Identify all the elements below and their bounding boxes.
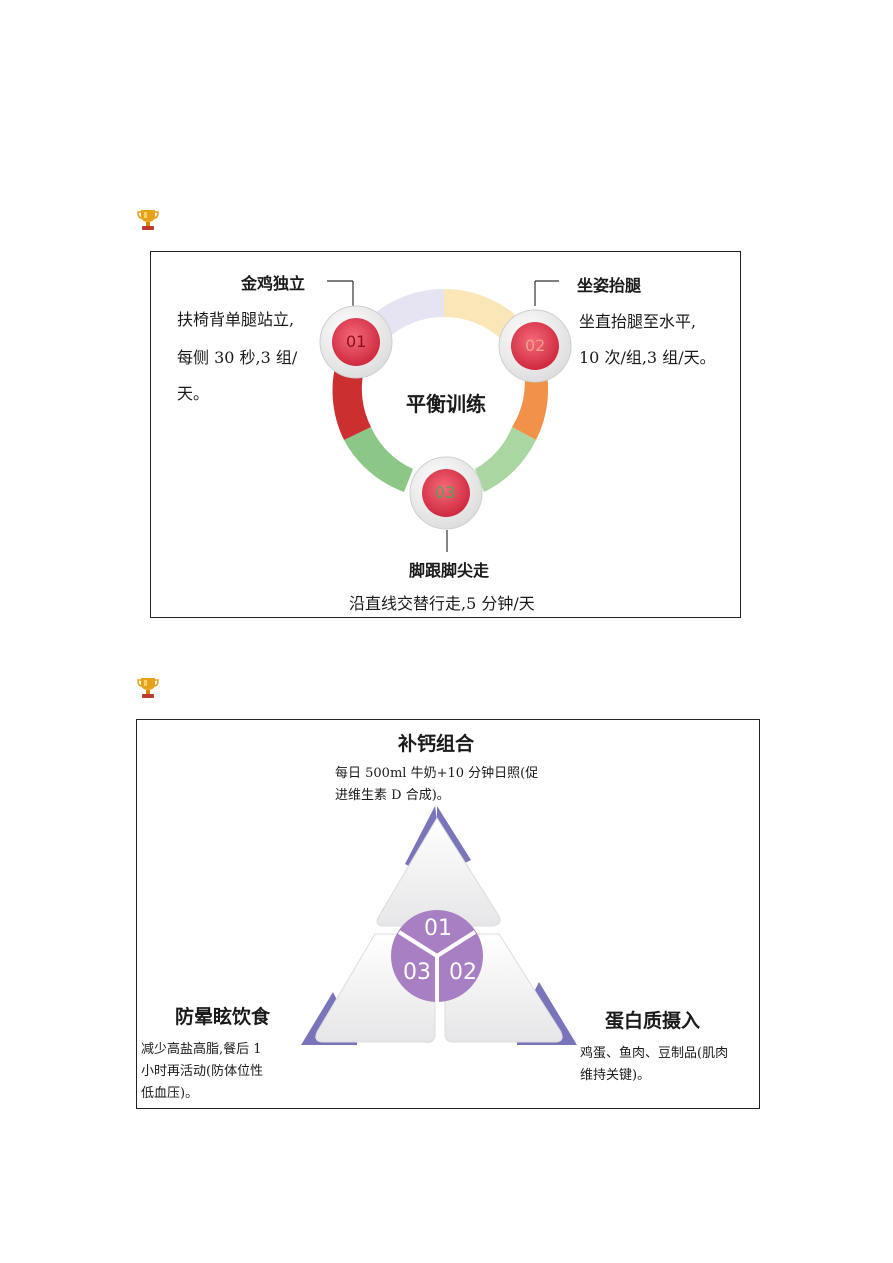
item-title-dizziness: 防晕眩饮食 — [175, 1006, 271, 1028]
item-line-02b: 10 次/组,3 组/天。 — [579, 348, 716, 367]
item-title-01: 金鸡独立 — [241, 274, 306, 293]
badge-02 — [498, 309, 572, 383]
trophy-icon — [137, 676, 159, 700]
badge-01 — [319, 305, 393, 379]
item-title-calcium: 补钙组合 — [398, 733, 475, 755]
center-label: 平衡训练 — [406, 392, 486, 416]
badge-number-02: 02 — [525, 336, 546, 355]
badge-03 — [409, 456, 483, 530]
item-title-03: 脚跟脚尖走 — [409, 561, 490, 580]
item-line-protein-b: 维持关键)。 — [580, 1068, 651, 1083]
hub-number-03: 03 — [403, 960, 431, 985]
item-line-01a: 扶椅背单腿站立, — [177, 310, 295, 329]
item-line-calcium-b: 进维生素 D 合成)。 — [335, 788, 450, 803]
balance-cycle-diagram — [319, 280, 572, 552]
item-line-02a: 坐直抬腿至水平, — [579, 312, 697, 331]
item-line-calcium-a: 每日 500ml 牛奶+10 分钟日照(促 — [335, 766, 539, 781]
badge-number-03: 03 — [435, 483, 456, 502]
item-line-01c: 天。 — [177, 384, 210, 403]
balance-training-panel: 01 02 03 平衡训练 金鸡独立 扶椅背单腿站立, 每侧 30 秒,3 组/… — [150, 251, 741, 618]
center-hub — [391, 910, 483, 1002]
badge-number-01: 01 — [346, 332, 367, 351]
item-line-dizziness-a: 减少高盐高脂,餐后 1 — [141, 1042, 262, 1057]
item-line-dizziness-c: 低血压)。 — [141, 1086, 199, 1101]
hub-number-02: 02 — [449, 960, 477, 985]
item-line-protein-a: 鸡蛋、鱼肉、豆制品(肌肉 — [580, 1046, 729, 1061]
item-title-protein: 蛋白质摄入 — [605, 1010, 701, 1032]
item-title-02: 坐姿抬腿 — [577, 276, 642, 295]
trophy-icon — [137, 208, 159, 232]
item-line-01b: 每侧 30 秒,3 组/ — [177, 348, 298, 367]
item-line-03a: 沿直线交替行走,5 分钟/天 — [349, 594, 535, 613]
hub-number-01: 01 — [424, 916, 452, 941]
nutrition-triangle-diagram — [301, 806, 577, 1045]
nutrition-panel: 01 02 03 补钙组合 每日 500ml 牛奶+10 分钟日照(促 进维生素… — [136, 719, 760, 1109]
item-line-dizziness-b: 小时再活动(防体位性 — [141, 1064, 264, 1079]
